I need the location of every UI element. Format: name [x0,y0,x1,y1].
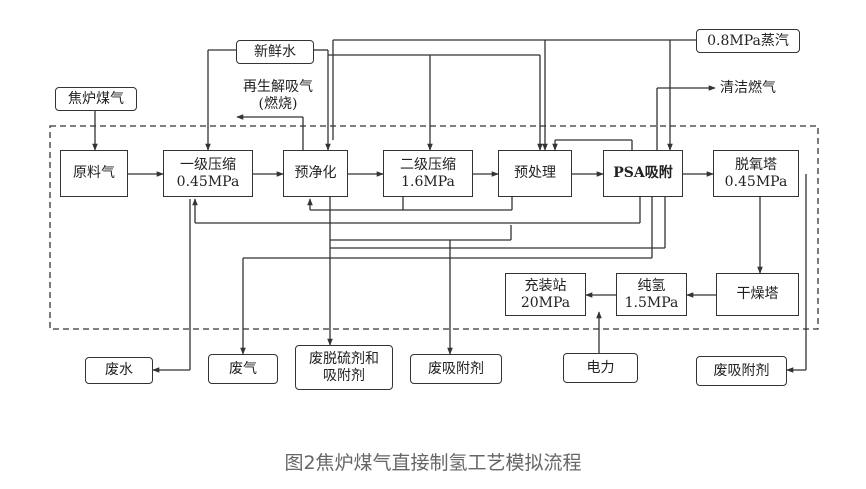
pretreat-label: 预处理 [514,165,556,181]
waste-desulf-box: 废脱硫剂和 吸附剂 [295,345,393,390]
deoxy-line1: 脱氧塔 [735,156,777,173]
station-line1: 充装站 [524,277,567,294]
regen-gas-label: 再生解吸气 (燃烧) [218,79,338,113]
steam-label: 0.8MPa蒸汽 [707,32,789,49]
waste-adsorbent1-label: 废吸附剂 [428,360,484,377]
compress1-line2: 0.45MPa [176,173,240,190]
figure-caption: 图2焦炉煤气直接制氢工艺模拟流程 [284,452,582,474]
clean-fuel-gas-label: 清洁燃气 [720,80,776,96]
waste-adsorbent2-label: 废吸附剂 [713,362,770,379]
coke-oven-gas-label: 焦炉煤气 [68,90,124,107]
coke-oven-gas-box: 焦炉煤气 [55,87,137,111]
dryer-label: 干燥塔 [736,286,779,302]
waste-water-box: 废水 [85,357,153,384]
regen-gas-line1: 再生解吸气 [243,79,313,95]
feed-gas-label: 原料气 [73,165,115,181]
regen-gas-line2: (燃烧) [258,96,298,112]
electricity-box: 电力 [563,353,638,383]
system-boundary [49,125,819,330]
psa-label: PSA吸附 [613,165,673,181]
waste-adsorbent1-box: 废吸附剂 [410,354,502,384]
compress2-box: 二级压缩 1.6MPa [383,150,473,197]
compress2-line1: 二级压缩 [400,156,456,173]
waste-desulf-line2: 吸附剂 [323,367,365,384]
pretreat-box: 预处理 [498,150,572,197]
deoxy-line2: 0.45MPa [724,173,788,190]
waste-gas-box: 废气 [208,354,278,384]
waste-adsorbent2-box: 废吸附剂 [696,356,787,386]
compress1-box: 一级压缩 0.45MPa [163,150,253,197]
compress1-line1: 一级压缩 [180,156,236,173]
steam-box: 0.8MPa蒸汽 [696,29,800,53]
waste-gas-label: 废气 [229,360,257,377]
deoxy-box: 脱氧塔 0.45MPa [713,150,799,197]
dryer-box: 干燥塔 [716,273,799,316]
prepurify-label: 预净化 [294,165,337,181]
pure-h2-box: 纯氢 1.5MPa [616,273,687,316]
compress2-line2: 1.6MPa [401,173,455,190]
feed-gas-box: 原料气 [60,150,128,197]
station-box: 充装站 20MPa [505,273,586,316]
electricity-label: 电力 [586,359,615,376]
fresh-water-label: 新鲜水 [254,43,296,60]
station-line2: 20MPa [520,294,571,311]
pure-h2-line2: 1.5MPa [624,294,679,311]
psa-box: PSA吸附 [603,150,683,197]
waste-desulf-line1: 废脱硫剂和 [309,350,379,367]
waste-water-label: 废水 [105,362,133,378]
pure-h2-line1: 纯氢 [637,277,666,294]
prepurify-box: 预净化 [283,150,348,197]
fresh-water-box: 新鲜水 [236,40,314,64]
